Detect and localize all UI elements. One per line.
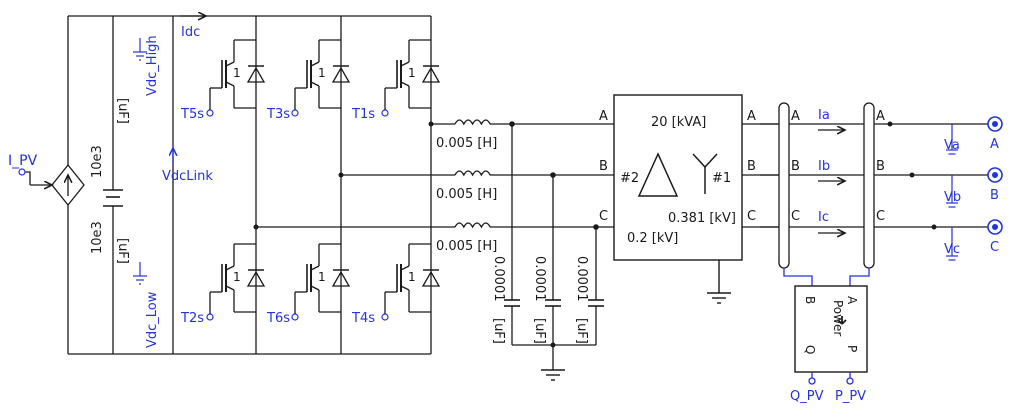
power-port-p: P [845,345,859,352]
winding-1-label: #1 [712,171,731,186]
filter-cap-unit-1: [uF] [491,318,506,344]
vdc-high-label: Vdc_High [145,35,160,96]
transformer-port-a-in: A [599,109,608,124]
vdc-high-probe [133,38,147,61]
meter-2-icon [863,102,875,269]
junction-dots [253,121,599,348]
transformer-port-a-out: A [747,109,756,124]
current-c-label: Ic [818,210,829,225]
volt-b-label: Vb [944,190,961,205]
igbt-bridge [206,39,441,321]
volt-a-label: Va [944,138,960,153]
dc-bus-wires [67,15,432,355]
p-output-label: P_PV [835,389,866,404]
gate-label-t4s: T4s [351,311,375,326]
terminal-b-label: B [990,188,999,203]
transformer-port-b-in: B [599,159,608,174]
terminal-c-label: C [990,240,999,255]
filter-cap-value-1: 0.0001 [491,256,506,302]
meter-1-port-b: B [791,159,800,174]
gate-label-t6s: T6s [266,311,290,326]
delta-winding-icon [637,152,679,197]
source-input-icon [18,168,26,176]
cap-upper-value: 10e3 [90,145,105,178]
inductor-label-c: 0.005 [H] [436,239,497,254]
terminal-a-label: A [990,137,999,152]
inductor-icons [454,119,491,229]
transformer-ground-icon [707,260,731,304]
winding-2-label: #2 [620,171,639,186]
terminal-icons [987,116,1003,235]
filter-ground-icon [541,369,565,381]
filter-cap-value-3: 0.0001 [574,256,589,302]
meter-2-port-a: A [876,109,885,124]
volt-c-label: Vc [944,242,960,257]
power-meter-block [794,285,868,373]
transformer-rating: 20 [kVA] [651,115,706,130]
q-output-label: Q_PV [790,389,824,404]
primary-voltage: 0.2 [kV] [627,231,678,246]
gate-label-t5s: T5s [180,107,204,122]
gate-label-t3s: T3s [266,107,290,122]
transformer-port-c-in: C [599,209,608,224]
switch-mark: 1 [318,270,326,284]
power-direction-arrow-icon [837,316,847,325]
switch-mark: 1 [233,270,241,284]
secondary-voltage: 0.381 [kV] [668,211,736,226]
meter-1-port-c: C [791,209,800,224]
output-junction-dots [887,121,937,230]
source-label: I_PV [8,153,38,169]
vdc-low-label: Vdc_Low [145,291,160,348]
switch-mark: 1 [408,270,416,284]
power-title: Power [831,300,845,336]
switch-mark: 1 [318,66,326,80]
cap-lower-value: 10e3 [90,221,105,254]
gate-label-t1s: T1s [351,107,375,122]
meter-1-icon [778,102,790,269]
filter-cap-value-2: 0.0001 [532,256,547,302]
power-meter-text: A B Power P Q [803,296,859,354]
power-output-leads [808,372,854,385]
transformer-block [613,94,743,261]
vdclink-label: VdcLink [162,169,213,184]
wye-winding-icon [692,153,718,194]
current-source [18,163,85,207]
meter-2-port-b: B [876,159,885,174]
power-port-b: B [803,296,817,304]
power-port-q: Q [803,345,817,354]
current-a-label: Ia [818,108,830,123]
voltage-probe-icons [946,124,958,261]
dc-capacitor-icon [103,189,123,207]
cap-lower-unit: [uF] [115,238,130,264]
switch-mark: 1 [233,66,241,80]
filter-cap-unit-3: [uF] [574,318,589,344]
filter-capacitor-icons [504,299,604,307]
igbt-switch-icon [206,270,266,321]
current-b-label: Ib [818,159,830,174]
inductor-label-a: 0.005 [H] [436,136,497,151]
ac-phase-wires [256,123,614,370]
idc-label: Idc [181,25,200,40]
power-meter-links [783,268,870,286]
switch-mark: 1 [408,66,416,80]
gate-label-t2s: T2s [180,311,204,326]
filter-cap-unit-2: [uF] [532,318,547,344]
inductor-label-b: 0.005 [H] [436,187,497,202]
transformer-port-b-out: B [747,159,756,174]
meter-1-port-a: A [791,109,800,124]
power-port-a: A [845,296,859,305]
igbt-switch-icon [381,270,441,321]
vdc-low-probe [133,262,147,285]
meter-2-port-c: C [876,209,885,224]
transformer-port-c-out: C [747,209,756,224]
cap-upper-unit: [uF] [115,98,130,124]
